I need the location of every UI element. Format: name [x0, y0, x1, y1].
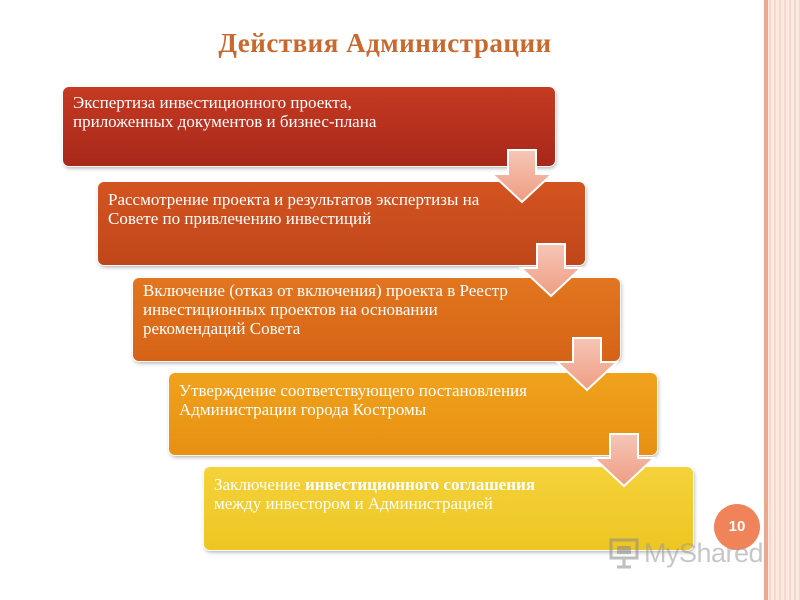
step-1-box: Экспертиза инвестиционного проекта, прил…: [63, 87, 555, 166]
page-number-badge: 10: [714, 504, 760, 550]
presentation-board-icon: [609, 538, 639, 569]
slide-right-border: [764, 0, 800, 600]
flow-arrow-3: [555, 337, 619, 392]
step-3-text: Включение (отказ от включения) проекта в…: [143, 281, 508, 338]
watermark-logo: MyShared: [608, 536, 768, 570]
step-2-box: Рассмотрение проекта и результатов экспе…: [98, 182, 585, 265]
flow-arrow-2: [519, 243, 583, 298]
step-5-text-suffix: между инвестором и Администрацией: [214, 494, 493, 513]
step-5-text-prefix: Заключение: [214, 475, 305, 494]
step-2-text: Рассмотрение проекта и результатов экспе…: [108, 190, 480, 228]
slide-title: Действия Администрации: [218, 28, 552, 58]
step-3-box: Включение (отказ от включения) проекта в…: [133, 278, 620, 361]
step-5-text-bold: инвестиционного соглашения: [304, 475, 536, 494]
flow-arrow-4: [592, 433, 656, 488]
step-4-box: Утверждение соответствующего постановлен…: [169, 373, 657, 455]
step-4-text: Утверждение соответствующего постановлен…: [179, 381, 527, 419]
step-5-text: Заключение инвестиционного соглашения ме…: [214, 475, 554, 513]
flow-arrow-1: [490, 149, 554, 204]
step-1-text: Экспертиза инвестиционного проекта, прил…: [73, 93, 377, 131]
watermark-text: MyShared: [644, 537, 764, 568]
step-5-box: Заключение инвестиционного соглашения ме…: [204, 467, 693, 550]
